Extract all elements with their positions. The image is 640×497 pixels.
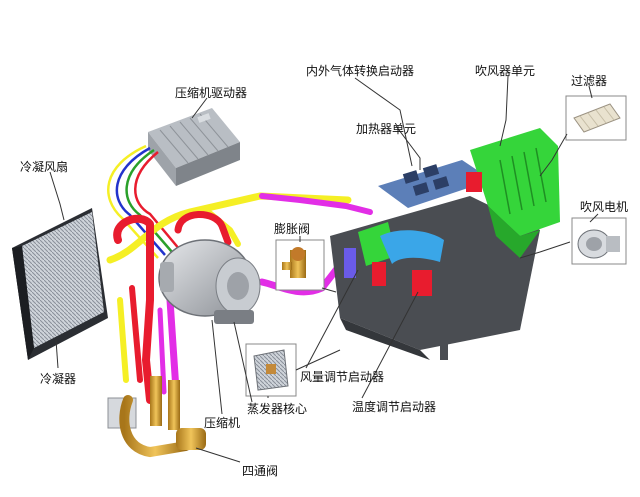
evaporator-thumbnail	[245, 343, 297, 397]
label-evaporator-core: 蒸发器核心	[247, 402, 308, 416]
condenser	[12, 208, 108, 360]
label-blower-motor: 吹风电机	[580, 200, 629, 214]
label-fan-speed-actuator: 风量调节启动器	[300, 370, 385, 384]
label-compressor-driver: 压缩机驱动器	[175, 86, 248, 100]
label-compressor: 压缩机	[204, 416, 241, 430]
compressor	[158, 239, 261, 324]
label-heater-unit: 加热器单元	[356, 122, 417, 136]
blower-motor-thumbnail	[571, 217, 627, 265]
leader-lines	[49, 75, 599, 463]
label-temp-actuator: 温度调节启动器	[352, 400, 437, 414]
label-condenser-fan: 冷凝风扇	[20, 160, 69, 174]
label-four-way-valve: 四通阀	[242, 464, 279, 478]
label-condenser: 冷凝器	[40, 372, 77, 386]
label-filter: 过滤器	[571, 74, 608, 88]
compressor-driver	[148, 108, 240, 186]
driver-wires	[107, 144, 181, 259]
filter-thumbnail	[565, 95, 627, 141]
label-blower-unit: 吹风器单元	[475, 64, 536, 78]
label-expansion-valve: 膨胀阀	[274, 222, 311, 236]
refrigerant-lines	[106, 192, 376, 404]
expansion-valve-thumbnail	[275, 239, 325, 291]
hvac-module	[330, 128, 560, 360]
four-way-valve	[107, 376, 206, 458]
label-recirc-actuator: 内外气体转换启动器	[306, 64, 415, 78]
